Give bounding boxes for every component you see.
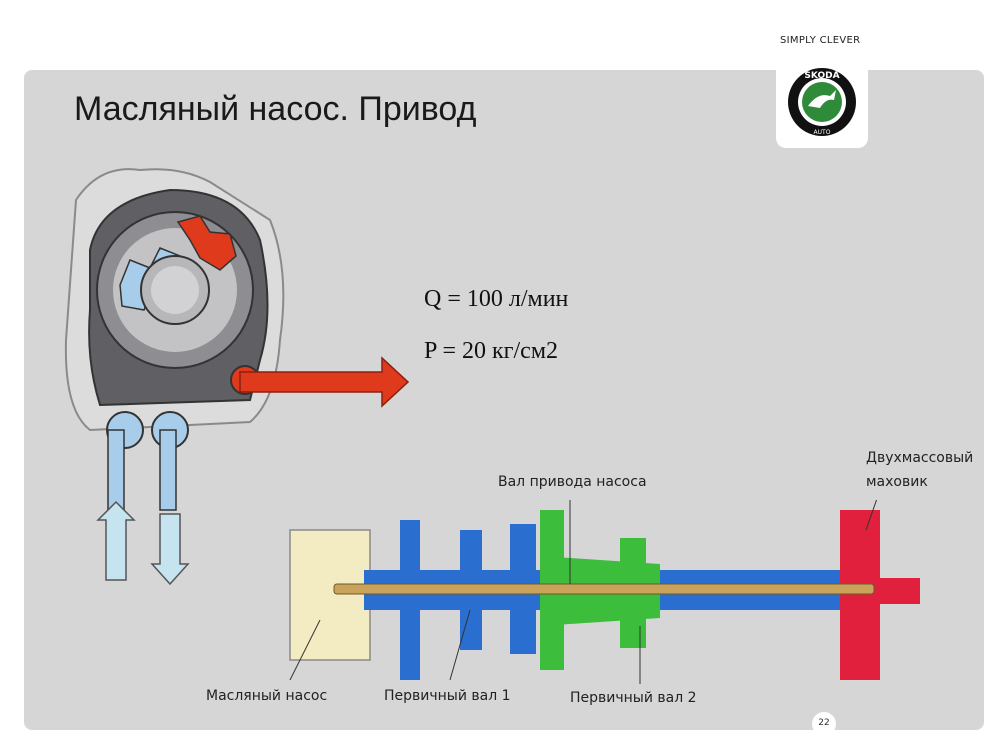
flow-rate-formula: Q = 100 л/мин — [424, 286, 569, 312]
inlet-pipe-right — [159, 429, 177, 511]
flywheel-leader — [865, 500, 878, 531]
dual-mass-flywheel-label-line2: маховик — [866, 474, 928, 490]
brand-tagline: SIMPLY CLEVER — [780, 35, 861, 46]
pressure-formula: P = 20 кг/см2 — [424, 338, 559, 364]
flywheel-hub — [880, 578, 920, 604]
dual-mass-flywheel-label-line1: Двухмассовый — [866, 450, 974, 466]
outlet-gear-segment — [176, 215, 237, 271]
pressure-out-arrow — [239, 356, 410, 408]
pump-drive-shaft — [333, 583, 875, 595]
inlet-pipe-left — [107, 429, 125, 511]
dual-mass-flywheel-body — [840, 510, 880, 680]
primary-shaft-1-label: Первичный вал 1 — [384, 688, 511, 704]
oil-pump-label: Масляный насос — [206, 688, 328, 704]
flow-down-arrow — [150, 513, 190, 586]
primary-shaft-2-label: Первичный вал 2 — [570, 690, 697, 706]
logo-brand-text: ŠKODA — [804, 69, 839, 81]
flow-up-arrow — [96, 500, 136, 581]
page-number: 22 — [812, 712, 836, 736]
pump-shaft-label: Вал привода насоса — [498, 474, 647, 490]
logo-sub-text: AUTO — [814, 129, 831, 136]
oil-pump-housing — [289, 529, 371, 661]
oil-pump-illustration — [64, 168, 410, 586]
oil-pump-leader — [289, 619, 321, 681]
transmission-section — [289, 500, 920, 684]
drive-hub — [151, 266, 199, 314]
primary-shaft-1-leader — [449, 609, 471, 681]
skoda-logo: ŠKODA AUTO — [788, 68, 856, 136]
slide-title: Масляный насос. Привод — [74, 90, 477, 128]
